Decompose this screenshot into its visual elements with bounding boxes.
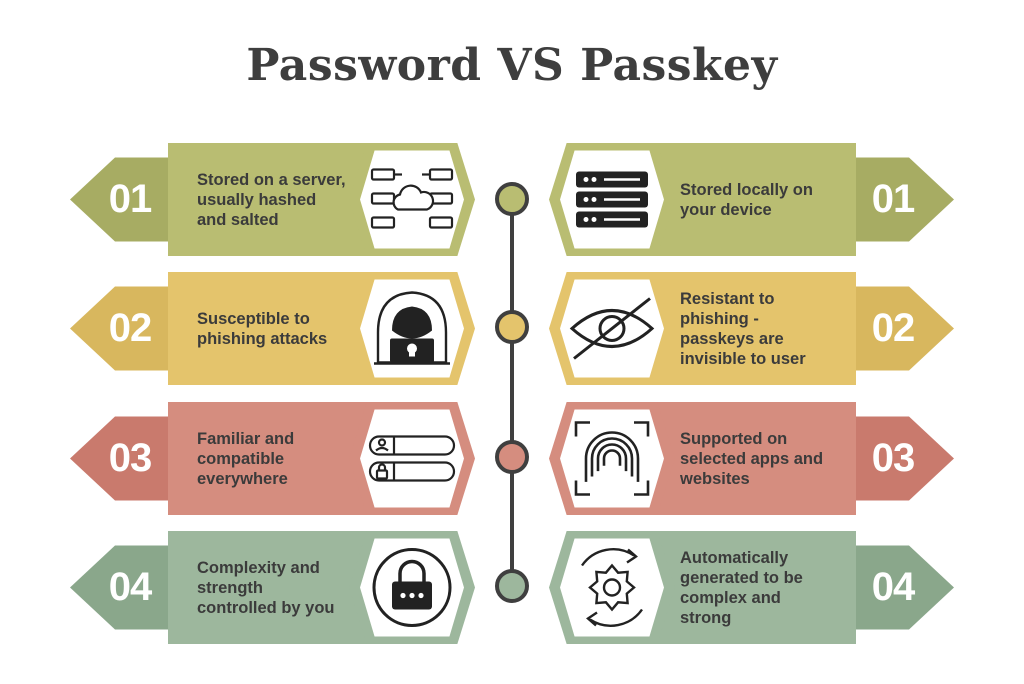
left-description: Complexity and strength controlled by yo…	[197, 558, 335, 617]
right-icon-background	[560, 538, 664, 637]
right-number-tab	[852, 286, 954, 371]
left-description: Familiar and compatible everywhere	[197, 429, 295, 488]
left-step-number: 02	[108, 306, 153, 350]
timeline-node	[495, 440, 529, 474]
left-number-tab	[70, 545, 172, 630]
left-description: Stored on a server, usually hashed and s…	[197, 170, 346, 229]
page-title: Password VS Passkey	[246, 40, 778, 91]
right-description: Stored locally on your device	[680, 180, 813, 219]
left-description: Susceptible to phishing attacks	[197, 309, 328, 348]
left-step-number: 04	[108, 565, 153, 609]
timeline-node	[495, 569, 529, 603]
left-step-number: 03	[108, 436, 153, 480]
timeline-node	[495, 182, 529, 216]
hacker-icon	[374, 291, 450, 365]
left-number-tab	[70, 157, 172, 242]
right-description: Resistant to phishing - passkeys are inv…	[680, 289, 806, 368]
right-number-tab	[852, 416, 954, 501]
right-description: Automatically generated to be complex an…	[680, 548, 803, 627]
left-step-number: 01	[108, 177, 153, 221]
right-step-number: 01	[871, 177, 916, 221]
left-icon-background	[360, 409, 464, 508]
right-number-tab	[852, 157, 954, 242]
right-number-tab	[852, 545, 954, 630]
server-rack-icon	[576, 171, 648, 228]
right-step-number: 04	[871, 565, 916, 609]
fingerprint-icon	[574, 421, 650, 496]
right-step-number: 02	[871, 306, 916, 350]
right-step-number: 03	[871, 436, 916, 480]
timeline-node	[495, 310, 529, 344]
padlock-icon	[372, 548, 452, 627]
right-description: Supported on selected apps and websites	[680, 429, 824, 488]
gear-cycle-icon	[581, 548, 643, 627]
left-number-tab	[70, 416, 172, 501]
server-cloud-icon	[370, 168, 454, 229]
left-number-tab	[70, 286, 172, 371]
eye-slash-icon	[569, 297, 655, 360]
login-form-icon	[368, 435, 456, 482]
right-icon-background	[560, 409, 664, 508]
